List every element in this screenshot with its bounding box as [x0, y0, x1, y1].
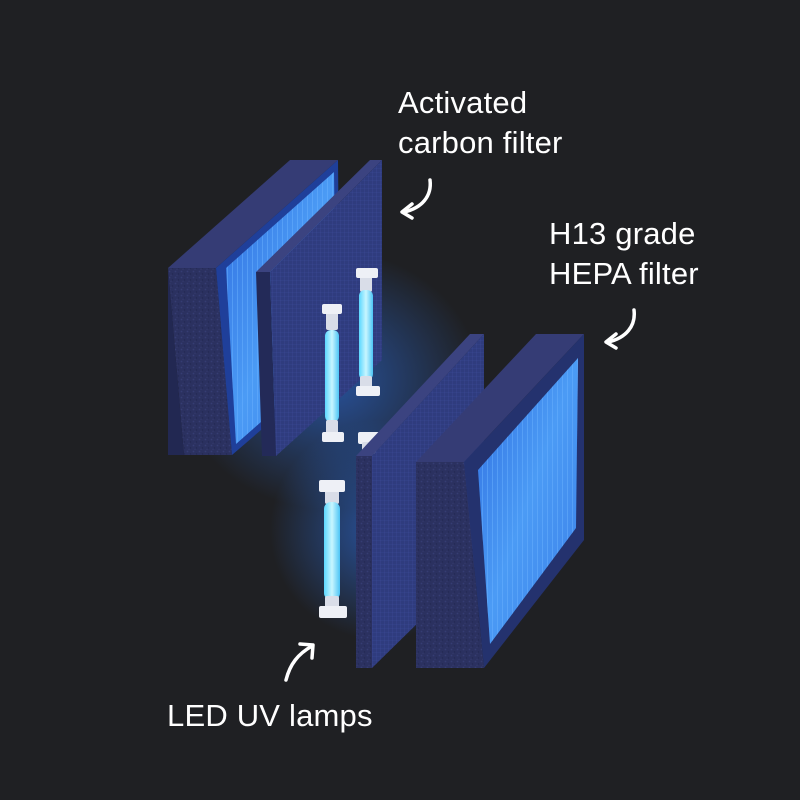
upper-uv-lamp-1	[322, 304, 344, 442]
hepa-filter-label-line2: HEPA filter	[549, 256, 699, 291]
curved-arrow-icon	[284, 642, 315, 682]
hepa-filter-label: H13 grade HEPA filter	[549, 214, 699, 294]
lower-hepa-filter	[416, 334, 584, 668]
hepa-filter-label-line1: H13 grade	[549, 216, 696, 251]
curved-arrow-icon	[604, 308, 636, 350]
carbon-filter-label-line1: Activated	[398, 85, 528, 120]
led-uv-lamps-label: LED UV lamps	[167, 696, 373, 736]
lower-uv-lamp	[319, 480, 347, 618]
led-uv-lamps-label-text: LED UV lamps	[167, 698, 373, 733]
carbon-filter-label-line2: carbon filter	[398, 125, 563, 160]
upper-uv-lamp-2	[356, 268, 380, 396]
curved-arrow-icon	[400, 178, 432, 220]
carbon-filter-label: Activated carbon filter	[398, 83, 563, 163]
